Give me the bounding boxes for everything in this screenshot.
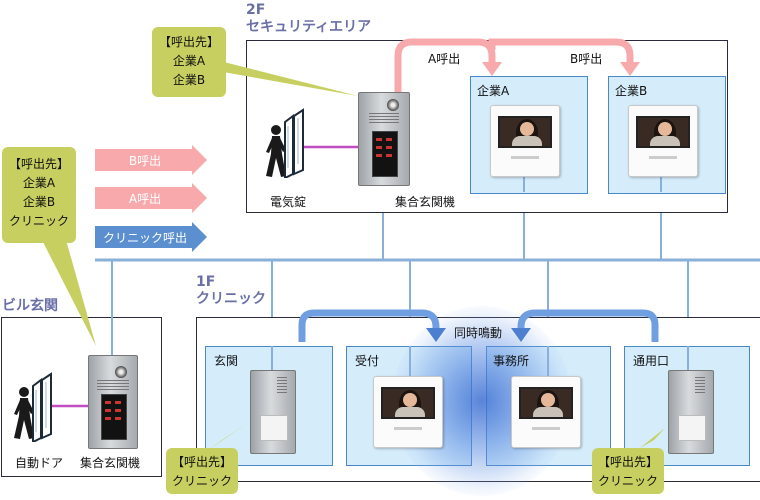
a-call-arrow: A呼出 xyxy=(95,187,207,209)
speaker-grille xyxy=(97,380,129,390)
camera-lens-icon xyxy=(387,99,399,111)
floor2-a-call-label: A呼出 xyxy=(428,52,461,66)
floor2-callout-line3: 企業B xyxy=(172,73,206,87)
entrance-callout-tail xyxy=(208,425,245,450)
video-monitor-icon xyxy=(490,105,560,177)
floor2-callout: 【呼出先】 企業A 企業B xyxy=(152,27,226,97)
ring-arrow-left xyxy=(298,309,440,342)
lobby-callout-line2: 企業A xyxy=(22,176,56,190)
floor2-callout-line1: 【呼出先】 xyxy=(158,35,219,49)
zone-1f-title-floor: 1F xyxy=(196,274,216,290)
zone-2f-title-area: セキュリティエリア xyxy=(246,19,372,35)
entrance-callout: 【呼出先】 クリニック xyxy=(166,448,238,494)
lobby-callout-tail xyxy=(42,240,96,346)
door-station-icon xyxy=(250,370,296,454)
b-call-arrow-shape xyxy=(95,145,207,175)
camera-lens-icon xyxy=(115,366,127,378)
walking-person-icon xyxy=(14,387,34,439)
b-call-arrow-label: B呼出 xyxy=(128,153,162,168)
service-callout-tail xyxy=(640,428,665,448)
panel-entrance-label: 玄関 xyxy=(214,354,239,368)
walking-person-icon xyxy=(266,125,286,177)
panel-office-label: 事務所 xyxy=(493,354,530,368)
name-card xyxy=(678,415,706,441)
auto-door-caption: 自動ドア xyxy=(15,456,64,470)
speaker-grille xyxy=(369,113,399,125)
service-callout-line1: 【呼出先】 xyxy=(597,455,658,469)
floor2-callout-tail xyxy=(212,62,358,96)
zone-2f-title: 2F セキュリティエリア xyxy=(246,2,371,36)
electric-lock-caption: 電気錠 xyxy=(270,195,307,209)
panel-company-a-label: 企業A xyxy=(477,84,510,98)
clinic-call-arrow-label: クリニック呼出 xyxy=(102,230,187,245)
a-call-bridge-head xyxy=(482,62,502,76)
service-callout-line2: クリニック xyxy=(597,474,658,488)
a-call-arrow-label: A呼出 xyxy=(128,191,162,206)
service-callout: 【呼出先】 クリニック xyxy=(592,448,664,494)
lobby-callout-line3: 企業B xyxy=(22,195,56,209)
zone-1f-title: 1F クリニック xyxy=(196,274,266,308)
lobby-callout: 【呼出先】 企業A 企業B クリニック xyxy=(2,147,76,243)
panel-company-b-label: 企業B xyxy=(615,84,648,98)
b-call-bridge-arrow xyxy=(488,38,634,64)
intercom-panel-icon xyxy=(358,92,410,186)
simultaneous-ring-label: 同時鳴動 xyxy=(454,326,503,340)
panel-reception-label: 受付 xyxy=(355,354,380,368)
glass-door-icon xyxy=(32,372,52,442)
zone-2f-title-floor: 2F xyxy=(246,2,266,18)
glass-door-icon xyxy=(284,108,304,178)
panel-lcd xyxy=(101,394,127,440)
speaker-grille xyxy=(695,377,705,393)
clinic-call-arrow: クリニック呼出 xyxy=(95,226,207,248)
b-call-bridge-head xyxy=(620,62,640,76)
entrance-callout-line2: クリニック xyxy=(171,474,232,488)
video-monitor-icon xyxy=(373,376,443,448)
floor2-b-call-label: B呼出 xyxy=(570,52,603,66)
b-call-arrow: B呼出 xyxy=(95,149,207,171)
floor2-callout-line2: 企業A xyxy=(172,54,206,68)
speaker-grille xyxy=(277,377,287,393)
zone-1f-title-area: クリニック xyxy=(196,291,266,307)
floor2-panel-caption: 集合玄関機 xyxy=(395,195,456,209)
entrance-callout-line1: 【呼出先】 xyxy=(171,455,232,469)
panel-lcd xyxy=(372,131,398,177)
ring-arrow-right xyxy=(517,309,659,342)
name-card xyxy=(260,415,288,441)
lobby-callout-line4: クリニック xyxy=(8,214,69,228)
lobby-panel-caption: 集合玄関機 xyxy=(80,456,141,470)
lobby-callout-line1: 【呼出先】 xyxy=(8,157,69,171)
intercom-panel-icon xyxy=(88,355,138,449)
ring-arrow-left-head xyxy=(426,328,446,342)
a-call-arrow-shape xyxy=(95,183,207,213)
door-station-icon xyxy=(668,370,714,454)
video-monitor-icon xyxy=(511,376,581,448)
clinic-call-arrow-shape xyxy=(95,222,207,252)
zone-lobby-title: ビル玄関 xyxy=(2,298,58,314)
video-monitor-icon xyxy=(628,105,698,177)
a-call-bridge-arrow xyxy=(394,38,496,92)
ring-arrow-right-head xyxy=(511,328,531,342)
panel-service-entrance-label: 通用口 xyxy=(633,354,670,368)
